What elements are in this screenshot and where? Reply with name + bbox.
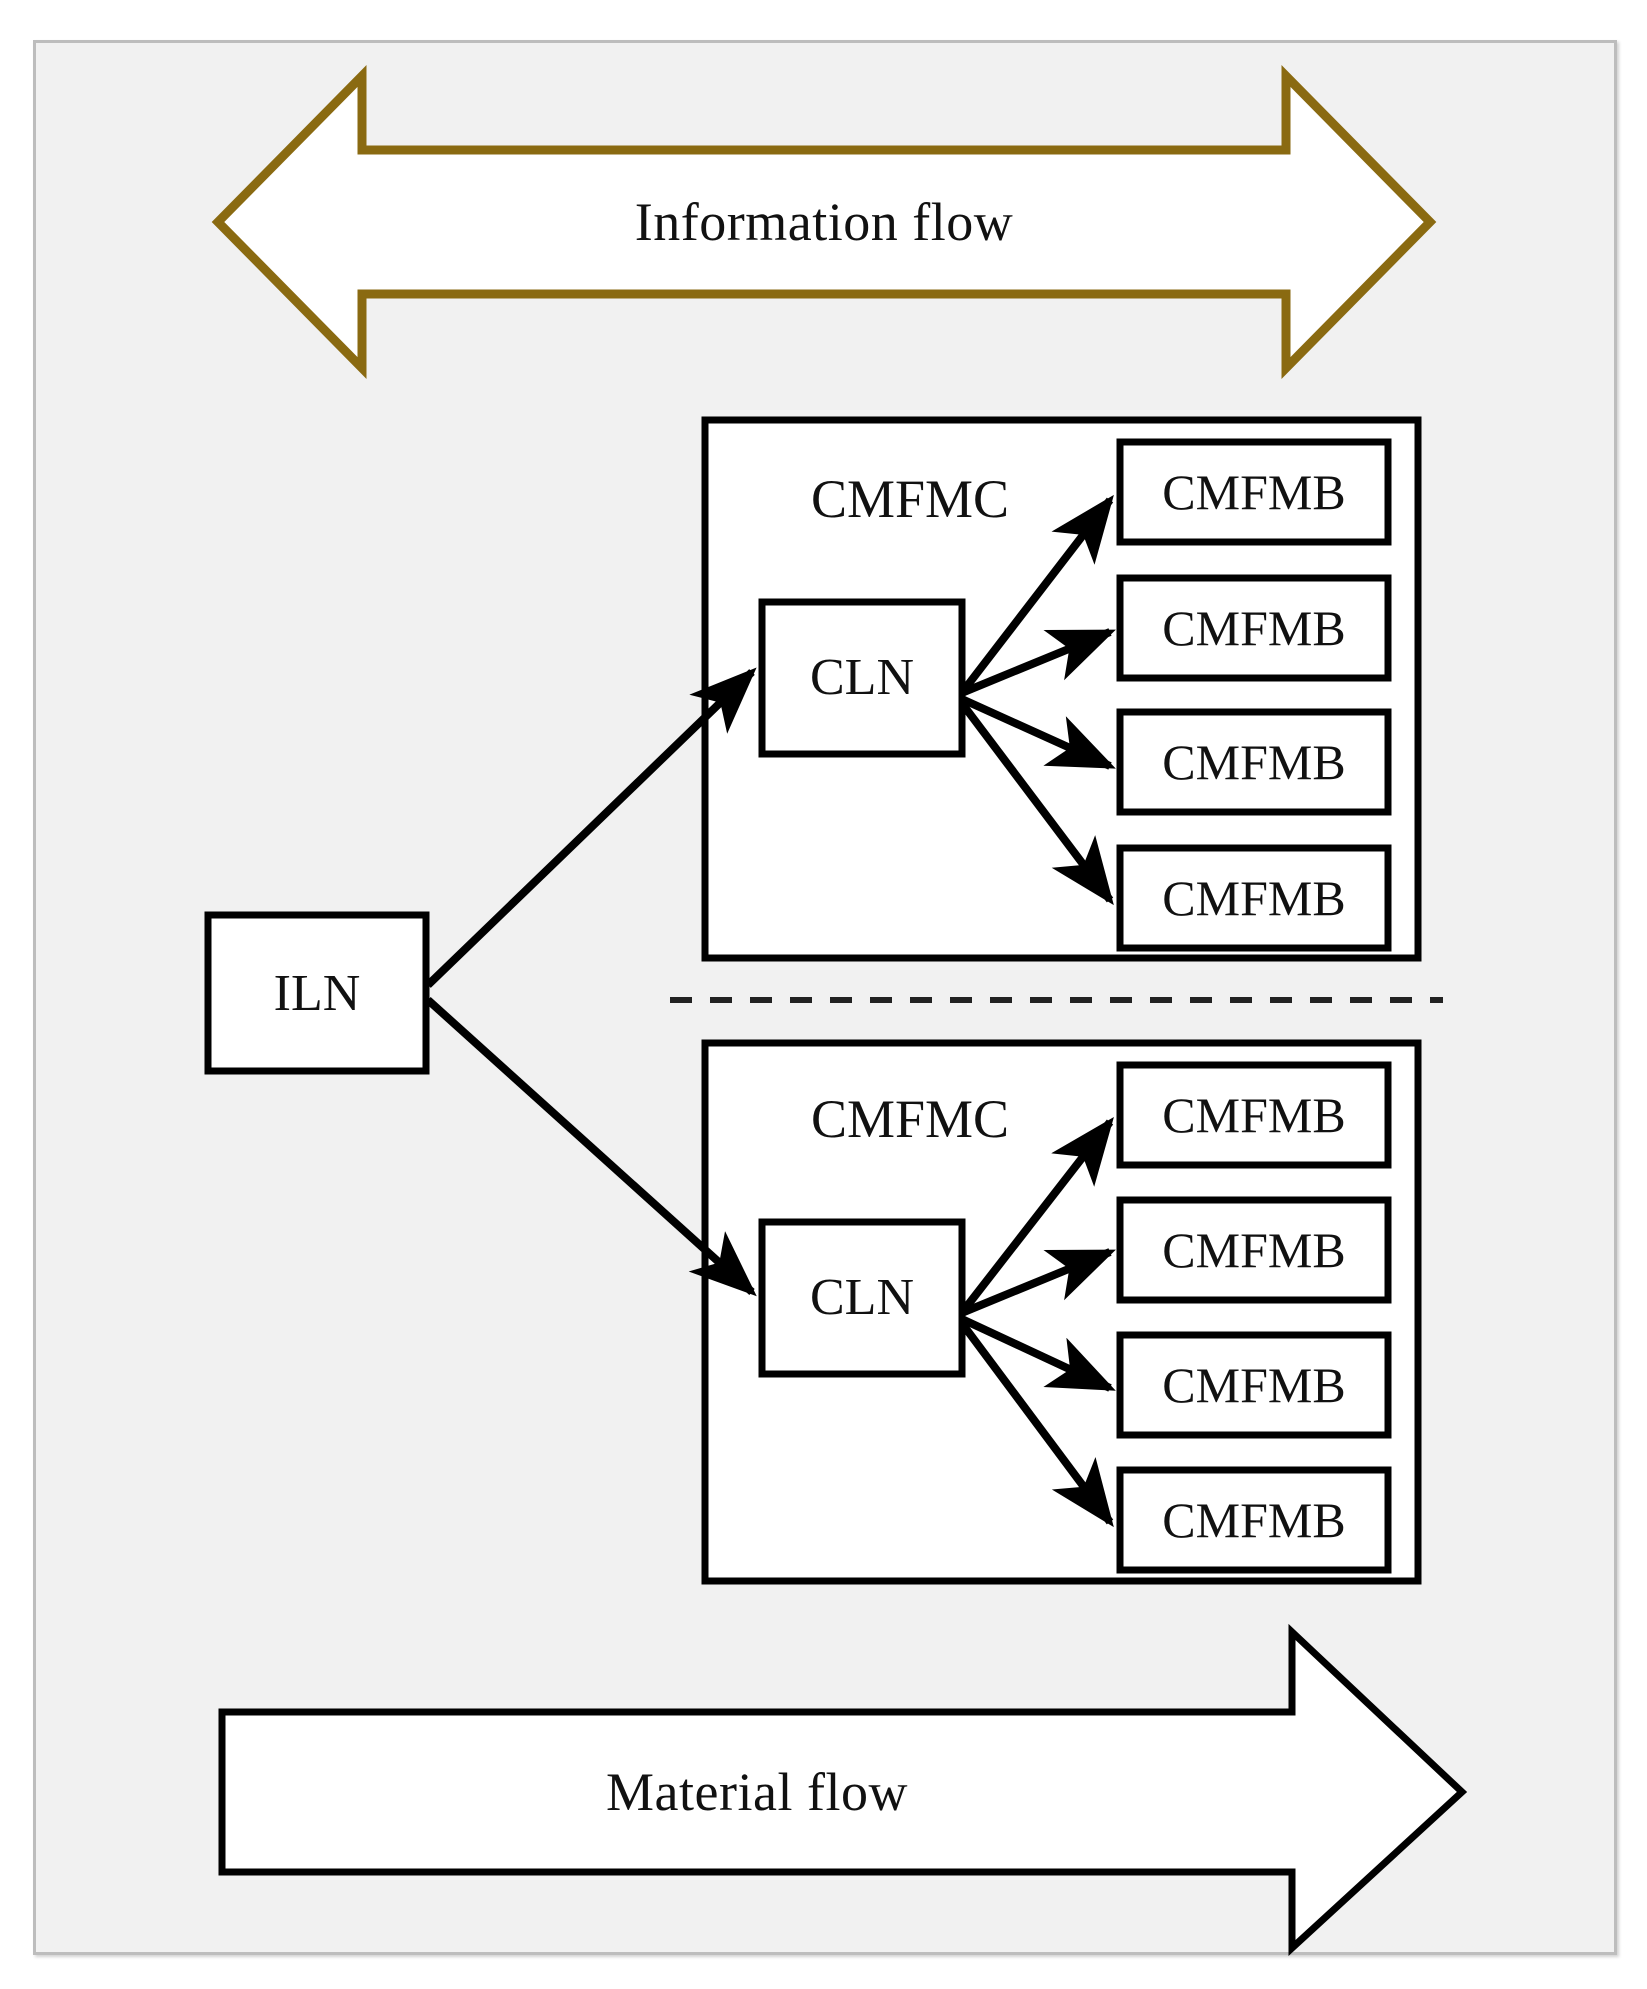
iln-node-label: ILN <box>273 965 361 1022</box>
edge-iln-to-cln-1 <box>425 667 757 988</box>
material-flow-label: Material flow <box>606 1762 908 1822</box>
cmfmc-group-label-2: CMFMC <box>810 1089 1010 1149</box>
cmfmc-group-label-1: CMFMC <box>810 469 1010 529</box>
cmfmb-node-label-2-2: CMFMB <box>1162 1222 1346 1278</box>
edge-cln2-to-cmfmb-4 <box>960 1323 1114 1528</box>
edge-cln1-to-cmfmb-3 <box>962 696 1116 770</box>
cmfmb-node-box-2-3[interactable] <box>1116 1331 1392 1439</box>
cmfmb-node-label-2-4: CMFMB <box>1162 1492 1346 1548</box>
edge-cln2-to-cmfmb-2 <box>962 1248 1116 1316</box>
iln-node-box[interactable] <box>204 911 430 1075</box>
cln-node-box-1[interactable] <box>758 598 966 758</box>
cln-node-box-2[interactable] <box>758 1218 966 1378</box>
edge-cln1-to-cmfmb-2 <box>962 628 1116 696</box>
cmfmb-node-box-2-4[interactable] <box>1116 1466 1392 1574</box>
cmfmb-node-label-2-3: CMFMB <box>1162 1357 1346 1413</box>
information-flow-label: Information flow <box>634 192 1014 252</box>
material-flow-arrow <box>218 1623 1468 1956</box>
cmfmb-node-box-1-3[interactable] <box>1116 708 1392 816</box>
cmfmb-node-box-2-2[interactable] <box>1116 1196 1392 1304</box>
cmfmb-node-label-2-1: CMFMB <box>1162 1087 1346 1143</box>
cmfmb-node-box-1-1[interactable] <box>1116 438 1392 546</box>
edge-iln-to-cln-2 <box>425 997 757 1297</box>
cln-node-label-2: CLN <box>810 1269 914 1326</box>
edge-cln1-to-cmfmb-4 <box>960 703 1114 906</box>
cmfmb-node-box-1-4[interactable] <box>1116 844 1392 952</box>
edge-cln2-to-cmfmb-3 <box>962 1316 1116 1392</box>
information-flow-arrow <box>211 65 1437 379</box>
cmfmb-node-label-1-4: CMFMB <box>1162 870 1346 926</box>
edge-cln1-to-cmfmb-1 <box>960 494 1114 693</box>
cmfmb-node-label-1-2: CMFMB <box>1162 600 1346 656</box>
cmfmb-node-box-2-1[interactable] <box>1116 1061 1392 1169</box>
edge-cln2-to-cmfmb-1 <box>960 1116 1114 1313</box>
cln-node-label-1: CLN <box>810 649 914 706</box>
cmfmb-node-box-1-2[interactable] <box>1116 574 1392 682</box>
cmfmb-node-label-1-1: CMFMB <box>1162 464 1346 520</box>
cmfmb-node-label-1-3: CMFMB <box>1162 734 1346 790</box>
